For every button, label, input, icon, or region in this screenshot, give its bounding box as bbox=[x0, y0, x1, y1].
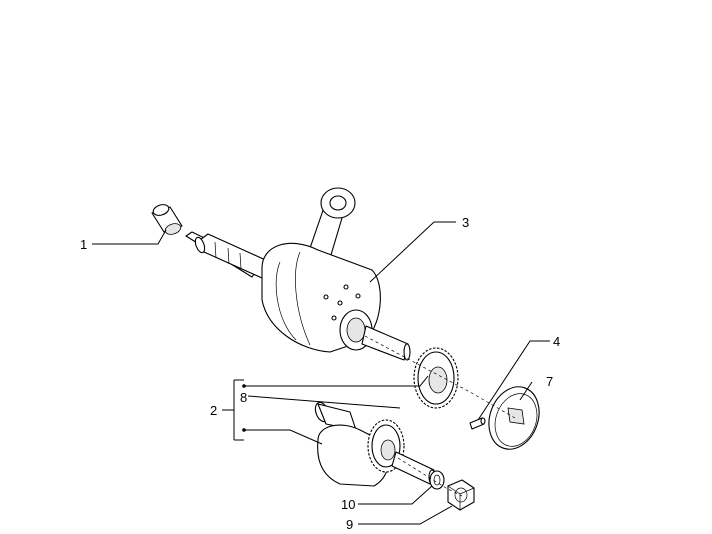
part-9-nut[interactable] bbox=[447, 479, 475, 511]
callout-1: 1 bbox=[80, 237, 87, 252]
part-1-bushing[interactable] bbox=[151, 203, 183, 236]
callout-9: 9 bbox=[346, 517, 353, 532]
callout-8: 8 bbox=[240, 390, 247, 405]
part-8-gear[interactable] bbox=[413, 347, 459, 409]
callout-10: 10 bbox=[341, 497, 355, 512]
callout-7: 7 bbox=[546, 374, 553, 389]
part-3-crankshaft[interactable] bbox=[185, 187, 411, 361]
balance-shaft-assembly[interactable] bbox=[313, 401, 436, 487]
callout-3: 3 bbox=[462, 215, 469, 230]
part-4-pin[interactable] bbox=[469, 417, 486, 430]
callout-2: 2 bbox=[210, 403, 217, 418]
part-7-disc[interactable] bbox=[481, 380, 548, 457]
callout-4: 4 bbox=[553, 334, 560, 349]
leader-lines bbox=[92, 221, 550, 525]
